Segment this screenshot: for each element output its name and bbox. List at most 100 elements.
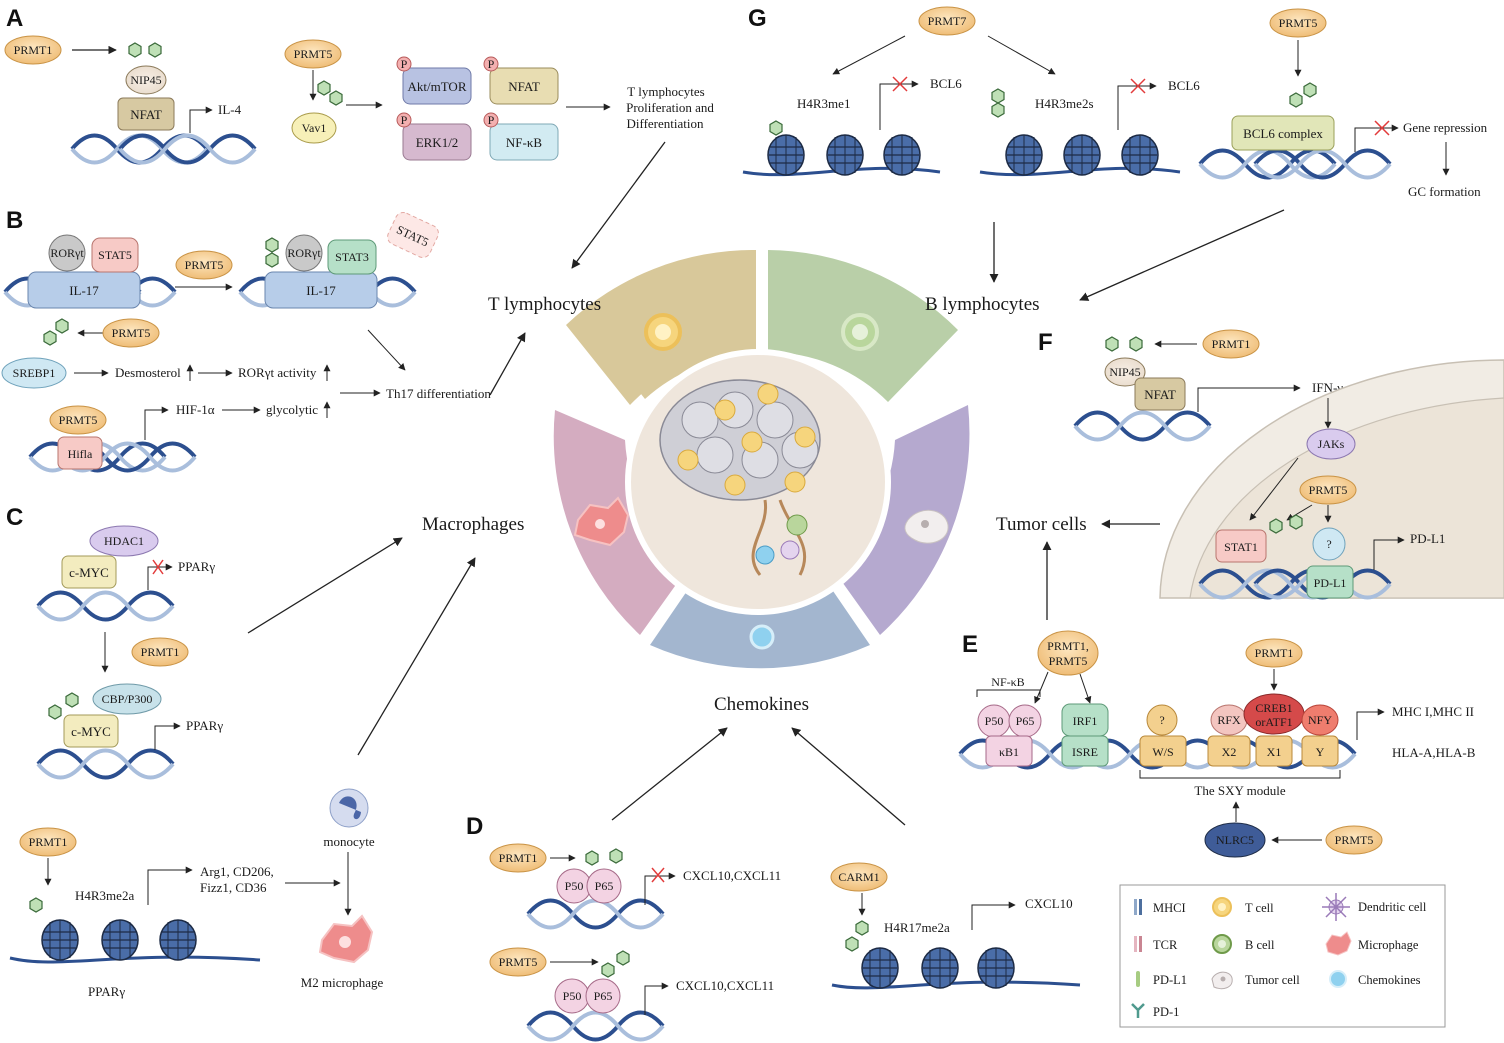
d-p50-a: P50: [565, 879, 584, 893]
g-bcl6-a: BCL6: [930, 76, 962, 91]
sector-tumor: [830, 405, 970, 635]
g-gc: GC formation: [1408, 184, 1481, 199]
e-prmt15-l1: PRMT1,: [1047, 639, 1089, 653]
macrophage-icon: [573, 496, 630, 547]
main-arrows: [247, 141, 1285, 826]
e-rfx: RFX: [1217, 713, 1241, 727]
b-th17: Th17 differentiation: [386, 386, 491, 401]
legend-tcell: T cell: [1245, 901, 1274, 915]
panel-a: PRMT1 NIP45 NFAT IL-4 PRMT5 Vav1 Akt/mTO…: [4, 35, 714, 165]
e-x2: X2: [1222, 745, 1237, 759]
d-cxcl-b: CXCL10,CXCL11: [676, 978, 774, 993]
f-jaks: JAKs: [1318, 437, 1345, 451]
c-monocyte: monocyte: [323, 834, 374, 849]
svg-text:P: P: [488, 57, 495, 71]
d-prmt1: PRMT1: [499, 851, 538, 865]
t-cell-icon: [644, 313, 682, 351]
legend: MHCI TCR PD-L1 PD-1 T cell B cell Tumor …: [1119, 884, 1446, 1028]
label-t-lymphocytes: T lymphocytes: [488, 294, 601, 315]
e-ws: W/S: [1152, 745, 1173, 759]
g-h4r3me1: H4R3me1: [797, 96, 850, 111]
e-nfkb: NF-κB: [991, 675, 1024, 689]
legend-bcell: B cell: [1245, 938, 1275, 952]
legend-pdl1: PD-L1: [1153, 973, 1187, 987]
svg-text:P: P: [401, 113, 408, 127]
b-rorgt-b: RORγt: [287, 246, 321, 260]
d-p50-b: P50: [563, 989, 582, 1003]
a-vav1: Vav1: [302, 121, 327, 135]
g-h4r3me2s: H4R3me2s: [1035, 96, 1094, 111]
f-pdl1: PD-L1: [1410, 531, 1445, 546]
e-prmt1: PRMT1: [1255, 646, 1294, 660]
pdl1-icon: [1136, 971, 1140, 987]
label-macrophages: Macrophages: [422, 514, 524, 535]
b-rorgt-a: RORγt: [50, 246, 84, 260]
c-pparg-a: PPARγ: [178, 559, 215, 574]
legend-tumor: Tumor cell: [1245, 973, 1300, 987]
svg-text:P: P: [488, 113, 495, 127]
g-bcl6-complex: BCL6 complex: [1243, 126, 1323, 141]
panel-letter-c: C: [6, 504, 23, 531]
b-glycolytic: glycolytic: [266, 402, 318, 417]
chemokine-legend-icon: [1329, 970, 1347, 988]
c-arg1-l1: Arg1, CD206,: [200, 864, 274, 879]
a-nfkb: NF-κB: [506, 135, 542, 150]
c-prmt1-a: PRMT1: [141, 645, 180, 659]
c-arg1-l2: Fizz1, CD36: [200, 880, 267, 895]
b-srebp1: SREBP1: [13, 366, 56, 380]
b-prmt5-a: PRMT5: [185, 258, 224, 272]
d-p65-a: P65: [595, 879, 614, 893]
d-cxcl10: CXCL10: [1025, 896, 1073, 911]
tumor-cell-legend-icon: [1211, 971, 1233, 990]
e-sxy: The SXY module: [1194, 783, 1285, 798]
g-bcl6-b: BCL6: [1168, 78, 1200, 93]
b-prmt5-b: PRMT5: [112, 326, 151, 340]
d-cxcl-a: CXCL10,CXCL11: [683, 868, 781, 883]
a-il4: IL-4: [218, 102, 242, 117]
central-wheel: [553, 249, 970, 669]
panel-letter-b: B: [6, 207, 23, 234]
c-pparg-b: PPARγ: [186, 718, 223, 733]
a-erk: ERK1/2: [416, 135, 459, 150]
legend-mhci: MHCI: [1153, 901, 1186, 915]
f-prmt1: PRMT1: [1212, 337, 1251, 351]
panel-letter-f: F: [1038, 329, 1053, 356]
panel-letter-a: A: [6, 5, 23, 32]
e-mhc: MHC I,MHC II: [1392, 704, 1474, 719]
panel-d: PRMT1 P50 P65 CXCL10,CXCL11 PRMT5 P50 P6…: [489, 843, 1081, 1042]
a-prmt5: PRMT5: [294, 47, 333, 61]
e-nfy: NFY: [1308, 713, 1332, 727]
e-hla: HLA-A,HLA-B: [1392, 745, 1476, 760]
panel-letter-d: D: [466, 813, 483, 840]
monocyte-icon: [329, 788, 369, 828]
b-rorgt-activity: RORγt activity: [238, 365, 317, 380]
tumor-cell-icon: [904, 510, 949, 544]
e-y: Y: [1316, 745, 1325, 759]
d-h4r17: H4R17me2a: [884, 920, 950, 935]
panel-f: PRMT1 NIP45 NFAT IFN-γ JAKs PRMT5 STAT1 …: [1073, 329, 1504, 600]
e-p65: P65: [1016, 714, 1035, 728]
e-prmt5: PRMT5: [1335, 833, 1374, 847]
tumor-mass: [659, 379, 821, 576]
label-b-lymphocytes: B lymphocytes: [925, 294, 1040, 315]
panel-letter-e: E: [962, 631, 978, 658]
c-cmyc-b: c-MYC: [71, 724, 111, 739]
e-x1: X1: [1267, 745, 1282, 759]
f-prmt5: PRMT5: [1309, 483, 1348, 497]
tcr-icon: [1134, 936, 1142, 952]
e-nlrc5: NLRC5: [1216, 833, 1254, 847]
c-h4r3me2a: H4R3me2a: [75, 888, 134, 903]
a-nfat: NFAT: [130, 107, 162, 122]
label-tumor-cells: Tumor cells: [996, 514, 1087, 535]
f-q: ?: [1326, 537, 1331, 551]
e-q: ?: [1159, 713, 1164, 727]
panel-b: IL-17 RORγt STAT5 PRMT5 IL-17 RORγt STAT…: [1, 212, 491, 473]
legend-tcr: TCR: [1153, 938, 1178, 952]
dendritic-cell-legend-icon: [1322, 893, 1350, 921]
g-prmt5: PRMT5: [1279, 16, 1318, 30]
b-il17-a: IL-17: [69, 283, 99, 298]
c-cbp: CBP/P300: [102, 692, 153, 706]
a-nip45: NIP45: [130, 73, 161, 87]
b-cell-legend-icon: [1212, 934, 1232, 954]
